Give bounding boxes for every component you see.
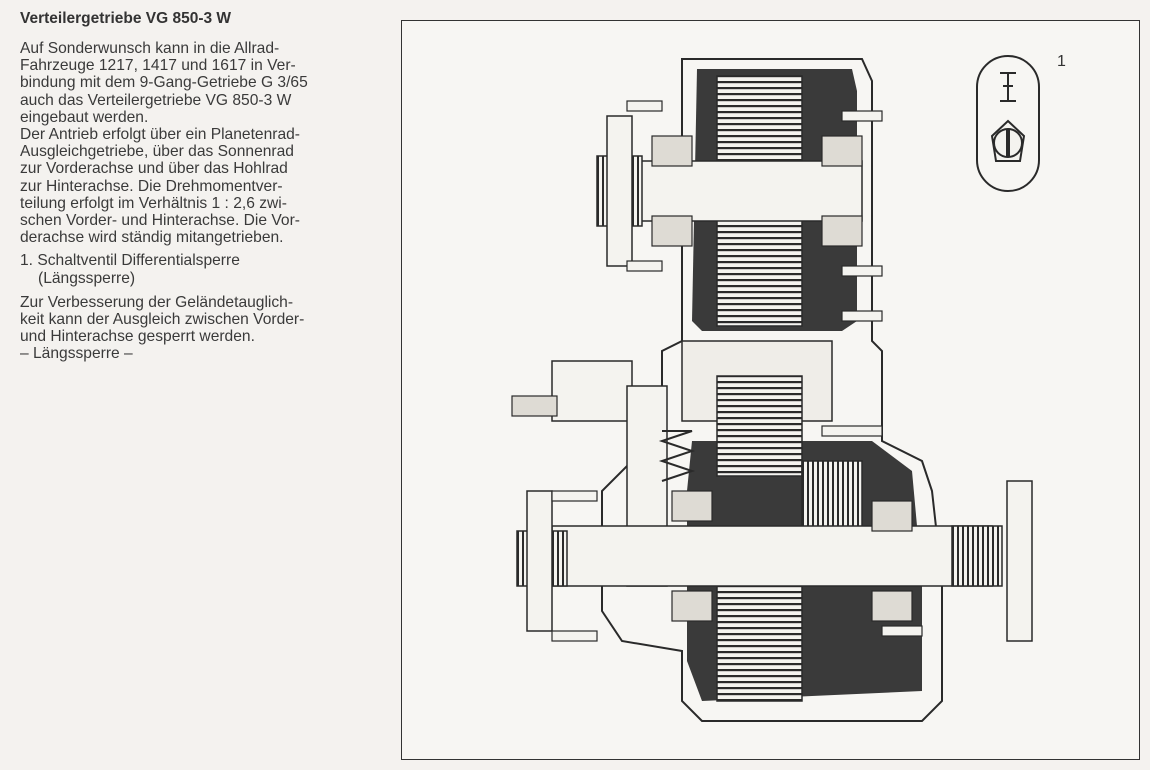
lower-shaft — [551, 525, 993, 587]
shift-valve-body — [551, 360, 633, 422]
rear-output-spline — [951, 525, 1003, 587]
intro-line: zur Hinterachse. Die Drehmomentver- — [20, 177, 283, 195]
bearing — [671, 490, 713, 522]
front-output-flange — [526, 490, 553, 632]
page-title: Verteilergetriebe VG 850-3 W — [20, 10, 232, 27]
intro-line: auch das Verteilergetriebe VG 850-3 W — [20, 91, 292, 109]
intro-line: teilung erfolgt im Verhältnis 1 : 2,6 zw… — [20, 194, 287, 212]
closing-line: – Längssperre – — [20, 345, 133, 363]
bearing — [871, 590, 913, 622]
bearing — [821, 215, 863, 247]
transfer-case-drawing — [511, 55, 1040, 722]
intro-line: Ausgleichgetriebe, über das Sonnenrad — [20, 143, 294, 161]
input-flange — [606, 115, 633, 267]
shift-valve-stem — [511, 395, 558, 417]
closing-line: und Hinterachse gesperrt werden. — [20, 328, 255, 346]
closing-line: keit kann der Ausgleich zwischen Vorder- — [20, 311, 305, 329]
intro-line: eingebaut werden. — [20, 108, 149, 126]
text-column: Verteilergetriebe VG 850-3 W Auf Sonderw… — [20, 10, 380, 363]
housing-bolts — [551, 100, 923, 642]
closing-line: Zur Verbesserung der Geländetauglich- — [20, 293, 294, 311]
shift-spring — [658, 430, 696, 482]
legend-item-label: 1. Schaltventil Differentialsperre — [20, 252, 240, 270]
legend-item-sublabel: (Längssperre) — [38, 269, 136, 287]
bearing — [821, 135, 863, 167]
legend-item-1: 1. Schaltventil Differentialsperre (Läng… — [20, 252, 380, 286]
rear-output-flange — [1006, 480, 1033, 642]
closing-paragraph: Zur Verbesserung der Geländetauglich- ke… — [20, 294, 380, 363]
intro-paragraph: Auf Sonderwunsch kann in die Allrad- Fah… — [20, 40, 380, 246]
differential-lock-symbol — [976, 55, 1040, 192]
bearing — [651, 135, 693, 167]
bearing — [671, 590, 713, 622]
middle-gear — [716, 375, 803, 477]
intro-line: zur Vorderachse und über das Hohlrad — [20, 160, 288, 178]
bearing — [871, 500, 913, 532]
upper-shaft — [631, 160, 863, 222]
intro-line: bindung mit dem 9-Gang-Getriebe G 3/65 — [20, 74, 308, 92]
intro-line: Der Antrieb erfolgt über ein Planetenrad… — [20, 126, 300, 144]
gearbox-illustration: 1 — [401, 20, 1140, 760]
figure-callout-number: 1 — [1057, 53, 1066, 70]
intro-line: Fahrzeuge 1217, 1417 und 1617 in Ver- — [20, 57, 296, 75]
intro-line: schen Vorder- und Hinterachse. Die Vor- — [20, 212, 300, 230]
bearing — [651, 215, 693, 247]
intro-line: Auf Sonderwunsch kann in die Allrad- — [20, 40, 280, 57]
intro-line: derachse wird ständig mitangetrieben. — [20, 229, 284, 247]
